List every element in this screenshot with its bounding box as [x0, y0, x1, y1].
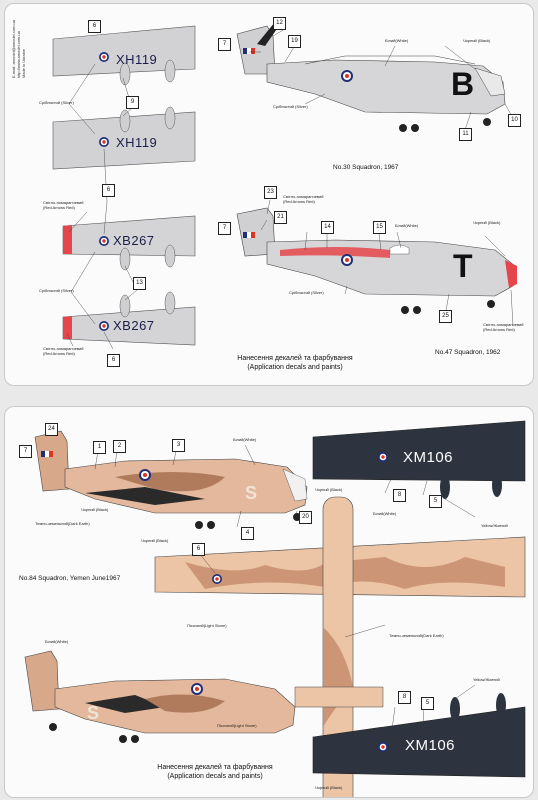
squadron-code-b: B	[451, 66, 475, 102]
label-light-stone: Пісочний(Light Stone)	[187, 623, 227, 628]
label-light-stone2: Пісочний(Light Stone)	[217, 723, 257, 728]
callout-7a: 7	[218, 38, 231, 51]
callout-5a: 5	[429, 495, 442, 508]
label-yellow: Yellow/Жовтий	[481, 523, 508, 528]
callout-5b: 5	[421, 697, 434, 710]
callout-8a: 8	[393, 489, 406, 502]
label-yellow2: Yellow/Жовтий	[473, 677, 500, 682]
label-white-side2: Білий(White)	[45, 639, 69, 644]
callout-6b: 6	[102, 184, 115, 197]
callout-2: 2	[113, 440, 126, 453]
serial-wing-4: XB267	[113, 318, 155, 333]
serial-wing-1: XH119	[116, 52, 158, 67]
aircraft-no84-side	[34, 430, 308, 529]
callout-6a: 6	[88, 20, 101, 33]
footer-bottom: Нанесення декалей та фарбування(Applicat…	[157, 764, 273, 780]
callout-6d: 6	[192, 543, 205, 556]
callout-9: 9	[126, 96, 139, 109]
label-black-wing2: Чорний (Black)	[315, 785, 343, 790]
callout-3: 3	[172, 439, 185, 452]
callout-24: 24	[45, 423, 58, 436]
callout-21: 21	[274, 211, 287, 224]
callout-8b: 8	[398, 691, 411, 704]
label-black-under: Чорний (Black)	[141, 538, 169, 543]
label-silver-2: Срібляcтий (Silver)	[39, 288, 74, 293]
wing-red-tip-1	[62, 215, 196, 271]
callout-6c: 6	[107, 354, 120, 367]
aircraft-no47-side	[236, 207, 517, 314]
label-white-47: Білий(White)	[395, 223, 419, 228]
wing-upper-1	[52, 25, 196, 86]
code-s-2: S	[87, 703, 100, 723]
callout-1: 1	[93, 441, 106, 454]
squadron-code-t: T	[453, 248, 473, 284]
callout-15: 15	[373, 221, 386, 234]
callout-10: 10	[508, 114, 521, 127]
label-white-plan: Білий(White)	[373, 511, 397, 516]
label-dark-earth-plan: Темно-земельний(Dark Earth)	[389, 633, 444, 638]
top-drawings	[52, 22, 517, 350]
serial-wing-2: XH119	[116, 135, 158, 150]
serial-wing-lower: XM106	[405, 737, 456, 754]
caption-no30: No.30 Squadron, 1967	[333, 164, 399, 171]
callout-13: 13	[133, 277, 146, 290]
callout-4: 4	[241, 527, 254, 540]
label-black-47: Чорний (Black)	[473, 220, 501, 225]
callout-7c: 7	[19, 445, 32, 458]
label-silver-30: Срібляcтий (Silver)	[273, 104, 308, 109]
label-silver-47: Срібляcтий (Silver)	[289, 290, 324, 295]
caption-no84: No.84 Squadron, Yemen June1967	[19, 575, 121, 582]
callout-12: 12	[273, 17, 286, 30]
callout-19: 19	[288, 35, 301, 48]
callout-23: 23	[264, 186, 277, 199]
decal-sheet-bottom: XM106 XM106 S S 7 24 1 2 3 4 20 8 5 6 8 …	[4, 406, 534, 798]
serial-wing-upper: XM106	[403, 449, 454, 466]
label-red-47-nose: Світло-помаранчевий(Red Arrows Red)	[483, 322, 524, 332]
label-red-47: Світло-помаранчевий(Red Arrows Red)	[283, 194, 324, 204]
aircraft-no84-side-2	[24, 650, 296, 743]
code-s-1: S	[245, 483, 258, 503]
wing-red-tip-2	[62, 291, 196, 346]
callout-7b: 7	[218, 222, 231, 235]
caption-no47: No.47 Squadron, 1962	[435, 349, 501, 356]
callout-11: 11	[459, 128, 472, 141]
label-black-wing: Чорний (Black)	[315, 487, 343, 492]
aircraft-no84-plan	[154, 496, 526, 797]
label-red-top: Світло-помаранчевий(Red Arrows Red)	[43, 200, 84, 210]
label-white-30: Білий(White)	[385, 38, 409, 43]
serial-wing-3: XB267	[113, 233, 155, 248]
label-black-side: Чорний (Black)	[81, 507, 109, 512]
bottom-drawings	[24, 420, 526, 797]
label-white-side: Білий(White)	[233, 437, 257, 442]
callout-14: 14	[321, 221, 334, 234]
aircraft-no30-side	[236, 22, 506, 132]
callout-20: 20	[299, 511, 312, 524]
wing-black-upper	[312, 420, 526, 499]
label-red-bottom: Світло-помаранчевий(Red Arrows Red)	[43, 346, 84, 356]
label-silver-1: Сріблистий (Silver)	[39, 100, 74, 105]
label-black-30: Чорний (Black)	[463, 38, 491, 43]
footer-top: Нанесення декалей та фарбування(Applicat…	[237, 355, 353, 371]
label-dark-earth-side: Темно-земельний(Dark Earth)	[35, 521, 90, 526]
wing-black-lower	[312, 693, 526, 778]
callout-25: 25	[439, 310, 452, 323]
